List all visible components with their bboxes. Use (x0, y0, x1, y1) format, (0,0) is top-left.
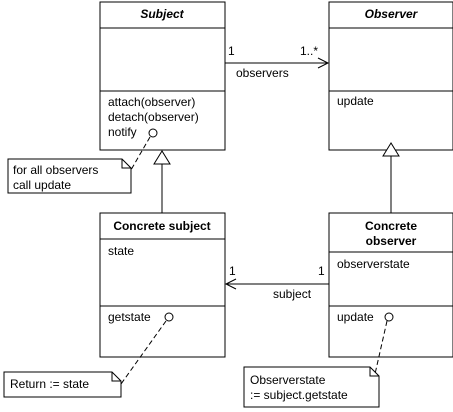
assoc-bottom-left-multiplicity: 1 (229, 264, 236, 278)
assoc-bottom-role: subject (273, 287, 312, 301)
concrete-observer-attr-observerstate: observerstate (337, 257, 410, 271)
association-subject: 1 1 subject (224, 264, 329, 301)
getstate-note-anchor (164, 312, 174, 322)
update-note-line2: := subject.getstate (250, 388, 348, 402)
note-getstate[interactable]: Return := state (3, 320, 167, 398)
observer-op-update: update (337, 94, 374, 108)
assoc-bottom-right-multiplicity: 1 (318, 264, 325, 278)
notify-note-line2: call update (13, 178, 71, 192)
class-concrete-subject[interactable]: Concrete subject state getstate (99, 212, 226, 358)
concrete-subject-class-name: Concrete subject (113, 219, 210, 233)
note-notify[interactable]: for all observers call update (7, 136, 151, 194)
subject-op-notify: notify (108, 125, 137, 139)
concrete-observer-name-line2: observer (366, 234, 417, 248)
note-update[interactable]: Observerstate := subject.getstate (243, 320, 388, 408)
notify-note-line1: for all observers (13, 163, 98, 177)
update-note-line1: Observerstate (250, 373, 326, 387)
generalization-concrete-subject (153, 150, 171, 213)
subject-op-detach: detach(observer) (108, 110, 199, 124)
class-concrete-observer[interactable]: Concrete observer observerstate update (328, 212, 453, 358)
observer-class-name: Observer (365, 7, 419, 21)
subject-op-attach: attach(observer) (108, 95, 195, 109)
concrete-subject-attr-state: state (108, 244, 134, 258)
notify-note-anchor (148, 128, 158, 138)
class-observer[interactable]: Observer update (328, 1, 453, 151)
getstate-note-line1: Return := state (10, 377, 89, 391)
generalization-concrete-observer (382, 142, 400, 213)
class-subject[interactable]: Subject attach(observer) detach(observer… (99, 1, 226, 151)
concrete-observer-name-line1: Concrete (365, 219, 417, 233)
update-note-anchor (384, 312, 394, 322)
concrete-observer-op-update: update (337, 310, 374, 324)
assoc-top-left-multiplicity: 1 (228, 44, 235, 58)
assoc-top-role: observers (236, 66, 289, 80)
subject-class-name: Subject (140, 7, 184, 21)
concrete-subject-op-getstate: getstate (108, 310, 151, 324)
assoc-top-right-multiplicity: 1..* (300, 44, 318, 58)
association-observers: 1 1..* observers (225, 44, 330, 80)
